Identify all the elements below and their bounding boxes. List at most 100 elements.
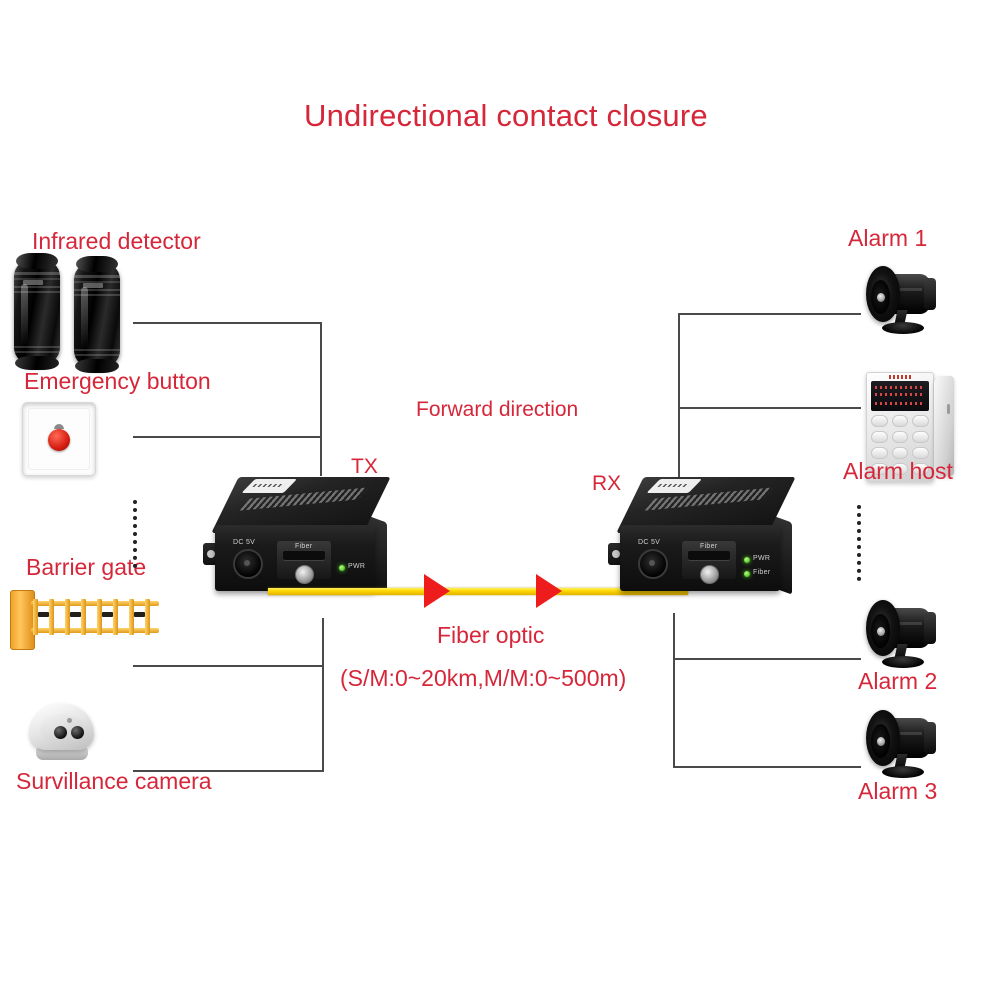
infrared-detector-unit-1 bbox=[14, 253, 60, 370]
detector-cap-icon bbox=[16, 253, 58, 269]
rx-fiber-slot bbox=[688, 551, 730, 560]
keypad-key[interactable] bbox=[891, 447, 909, 459]
detector-base bbox=[15, 356, 59, 370]
rx-dc-label: DC 5V bbox=[638, 539, 661, 546]
infrared-detector-device bbox=[14, 253, 134, 373]
surveillance-camera-device bbox=[30, 704, 94, 760]
detector-gloss bbox=[81, 287, 88, 349]
wire-rx-to-alarm3 bbox=[673, 766, 861, 768]
tx-fiber-slot bbox=[283, 551, 325, 560]
direction-arrow-icon bbox=[424, 574, 450, 608]
detector-cap-icon bbox=[76, 256, 118, 272]
tx-top-sticker bbox=[241, 479, 298, 493]
wire-rx-to-alarm-host bbox=[678, 407, 861, 409]
gate-reflector bbox=[70, 612, 81, 617]
detector-band bbox=[14, 286, 60, 288]
keypad-key[interactable] bbox=[871, 431, 888, 443]
keypad-key[interactable] bbox=[891, 463, 909, 475]
wire-bus-upper-right bbox=[678, 313, 680, 477]
tx-dc-power-jack bbox=[233, 549, 263, 579]
gate-picket bbox=[97, 599, 102, 635]
label-infrared-detector: Infrared detector bbox=[32, 228, 201, 254]
gate-picket bbox=[49, 599, 54, 635]
label-rx: RX bbox=[592, 472, 622, 495]
gate-reflector bbox=[102, 612, 113, 617]
alarm-host-side-profile bbox=[934, 376, 954, 476]
wire-infrared-to-tx bbox=[133, 322, 322, 324]
tx-fiber-label: Fiber bbox=[295, 543, 313, 550]
siren-rib bbox=[894, 732, 922, 735]
direction-arrow-icon bbox=[536, 574, 562, 608]
left-more-devices-dotted-line bbox=[133, 500, 137, 568]
keypad-key[interactable] bbox=[891, 415, 909, 427]
alarm-host-brand-logo bbox=[889, 375, 913, 379]
rx-pwr-label: PWR bbox=[753, 555, 771, 562]
alarm-host-panel bbox=[866, 372, 934, 482]
detector-band bbox=[74, 289, 120, 291]
label-barrier-gate: Barrier gate bbox=[26, 554, 147, 580]
tx-media-converter: DC 5V Fiber PWR bbox=[203, 477, 391, 607]
siren-driver-icon bbox=[877, 627, 885, 636]
page-title: Undirectional contact closure bbox=[304, 98, 708, 133]
tx-front-panel: DC 5V Fiber PWR bbox=[215, 525, 375, 591]
detector-gloss bbox=[21, 284, 28, 346]
detector-band bbox=[14, 291, 60, 293]
gate-picket bbox=[81, 599, 86, 635]
siren-mount-foot bbox=[882, 656, 924, 668]
tx-sc-connector bbox=[295, 565, 314, 584]
siren-driver-icon bbox=[877, 737, 885, 746]
siren-cone bbox=[866, 266, 900, 322]
keypad-key[interactable] bbox=[871, 415, 888, 427]
keypad-key[interactable] bbox=[871, 447, 888, 459]
fiber-optic-cable bbox=[268, 588, 688, 595]
rx-dc-power-jack bbox=[638, 549, 668, 579]
alarm-host-keypad[interactable] bbox=[871, 415, 929, 475]
detector-band bbox=[74, 294, 120, 296]
wire-bus-lower-right bbox=[673, 613, 675, 766]
wire-camera-to-tx bbox=[133, 770, 322, 772]
siren-cone bbox=[866, 600, 900, 656]
infrared-detector-unit-2 bbox=[74, 256, 120, 373]
label-alarm-host: Alarm host bbox=[843, 458, 953, 484]
siren-driver-icon bbox=[877, 293, 885, 302]
wire-bus-lower-left bbox=[322, 618, 324, 772]
camera-base bbox=[36, 747, 88, 760]
camera-indicator bbox=[67, 718, 72, 723]
label-forward-direction: Forward direction bbox=[416, 398, 579, 421]
siren-rear-cap bbox=[924, 722, 936, 754]
keypad-key[interactable] bbox=[912, 447, 929, 459]
gate-picket bbox=[129, 599, 134, 635]
siren-rear-cap bbox=[924, 612, 936, 644]
label-alarm-1: Alarm 1 bbox=[848, 225, 928, 251]
detector-band bbox=[14, 346, 60, 348]
rx-fiber-led-label: Fiber bbox=[753, 569, 771, 576]
siren-cone bbox=[866, 710, 900, 766]
alarm-3-siren bbox=[866, 706, 942, 778]
rx-top-sticker bbox=[646, 479, 703, 493]
keypad-key[interactable] bbox=[912, 431, 929, 443]
label-surveillance-camera: Survillance camera bbox=[16, 768, 212, 794]
keypad-key[interactable] bbox=[871, 463, 888, 475]
gate-reflector bbox=[38, 612, 49, 617]
label-tx: TX bbox=[351, 455, 378, 478]
camera-dome bbox=[30, 704, 94, 750]
gate-picket bbox=[145, 599, 150, 635]
wire-bus-upper-left bbox=[320, 322, 322, 476]
display-indicator-row bbox=[875, 393, 925, 396]
keypad-key[interactable] bbox=[912, 463, 929, 475]
rx-front-panel: DC 5V Fiber PWR Fiber bbox=[620, 525, 780, 591]
gate-picket bbox=[33, 599, 38, 635]
rx-fiber-led bbox=[744, 571, 750, 577]
wire-barrier-to-tx bbox=[133, 665, 322, 667]
siren-rib bbox=[894, 622, 922, 625]
keypad-key[interactable] bbox=[891, 431, 909, 443]
keypad-key[interactable] bbox=[912, 415, 929, 427]
label-emergency-button: Emergency button bbox=[24, 368, 211, 394]
alarm-1-siren bbox=[866, 262, 942, 334]
label-alarm-3: Alarm 3 bbox=[858, 778, 938, 804]
wire-rx-to-alarm1 bbox=[678, 313, 861, 315]
rx-fiber-label: Fiber bbox=[700, 543, 718, 550]
gate-post bbox=[10, 590, 35, 650]
gate-rail-top bbox=[31, 601, 159, 606]
